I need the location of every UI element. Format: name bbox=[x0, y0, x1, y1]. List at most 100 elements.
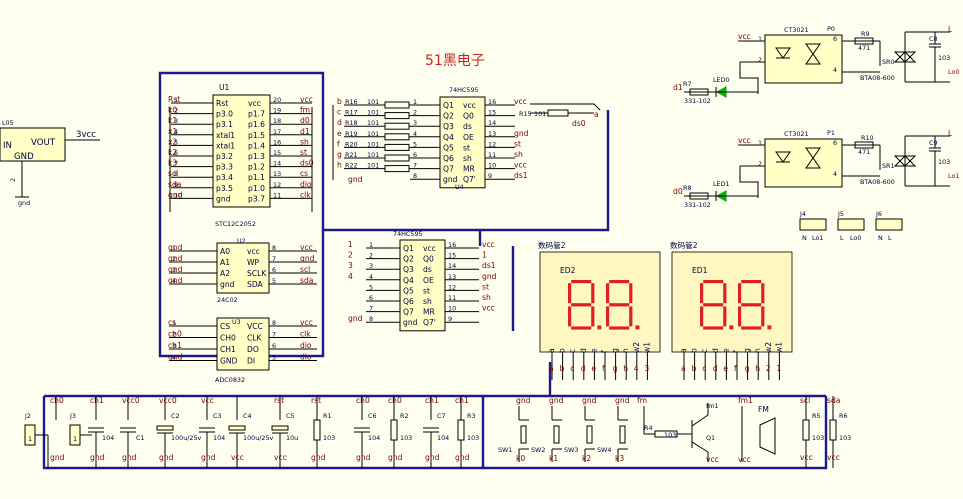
bottom-c7-ref: C7 bbox=[437, 412, 446, 420]
u5-pin-num: 2 bbox=[369, 252, 373, 260]
display-1-digit1-segment bbox=[723, 283, 727, 304]
display-net: d bbox=[581, 364, 586, 373]
cap-plate bbox=[156, 425, 174, 431]
u1-pin-name: p3.5 bbox=[216, 184, 233, 193]
bottom-r1-ref: R1 bbox=[323, 412, 332, 420]
u3-pin-name: GND bbox=[220, 357, 238, 366]
display-pin-name: a bbox=[547, 348, 556, 353]
relay-led-r: R7 bbox=[683, 80, 692, 88]
u4-res-ref: R18 bbox=[345, 119, 358, 127]
display-net: 3 bbox=[644, 364, 649, 373]
optocoupler-ref: CT3021 bbox=[784, 130, 809, 138]
display-caption: 数码管2 bbox=[538, 240, 566, 250]
u1-ref: U1 bbox=[219, 83, 230, 92]
u1-net-label: d1 bbox=[300, 127, 310, 136]
u5-pin-num: 1 bbox=[369, 241, 373, 249]
u4-pin-num: 3 bbox=[413, 119, 417, 127]
opto-triac-icon bbox=[805, 53, 821, 65]
u3-pin-num: 8 bbox=[272, 319, 276, 327]
wire bbox=[691, 441, 709, 453]
u1-pin-num: 13 bbox=[273, 170, 281, 178]
bottom-r5-ref: R5 bbox=[812, 412, 821, 420]
u5-net-label: vcc bbox=[482, 240, 495, 249]
bottom-c6-val: 104 bbox=[368, 434, 380, 442]
u4-pin-num: 16 bbox=[488, 98, 496, 106]
u4-net-label: sh bbox=[514, 150, 523, 159]
u1-net-label: st bbox=[300, 148, 307, 157]
u1-net-label: ds0 bbox=[300, 159, 314, 168]
u2-pin-name: SCLK bbox=[247, 269, 267, 278]
u4-pin-name: Q0 bbox=[463, 112, 474, 121]
display-net: c bbox=[570, 364, 574, 373]
resistor-body bbox=[854, 37, 874, 45]
display-pin-name: c bbox=[568, 349, 577, 353]
u1-pin-name: p3.3 bbox=[216, 163, 233, 172]
u1-net-label: k3 bbox=[168, 159, 177, 168]
bottom-r2-net-bot: gnd bbox=[388, 453, 403, 462]
connector-ref: J5 bbox=[837, 210, 844, 218]
u1-pin-name: p1.7 bbox=[248, 110, 265, 119]
opto-triac-icon bbox=[805, 43, 821, 55]
connector-body bbox=[837, 218, 865, 231]
u3-pin-num: 4 bbox=[172, 354, 176, 362]
u4-pin-num: 8 bbox=[413, 172, 417, 180]
display-pin-name: g bbox=[611, 348, 620, 353]
display-pin-name: g bbox=[743, 348, 752, 353]
regulator-ref: L05 bbox=[2, 119, 14, 127]
display-1-digit2-segment bbox=[738, 283, 742, 304]
connector-pin: N bbox=[878, 234, 883, 242]
switch-ref: SW2 bbox=[531, 446, 545, 454]
u4-res-ref: R21 bbox=[345, 151, 358, 159]
u4-pin-name: ds bbox=[463, 122, 472, 131]
u1-pin-num: 1 bbox=[174, 96, 178, 104]
u2-pin-name: WP bbox=[247, 258, 260, 267]
u4-r15-ref: R15 bbox=[519, 110, 532, 118]
u4-pin-num: 15 bbox=[488, 109, 496, 117]
resistor-body bbox=[384, 122, 410, 130]
switch-ref: SW3 bbox=[564, 446, 578, 454]
bottom-c4-net-bot: vcc bbox=[231, 453, 244, 462]
u1-net-label: gnd bbox=[168, 190, 183, 199]
relay-sr-part: BTA08-600 bbox=[860, 178, 895, 186]
relay-cap-val: 103 bbox=[938, 54, 950, 62]
bottom-c5-net-top: rst bbox=[274, 396, 284, 405]
opto-pin: 4 bbox=[833, 170, 837, 178]
display-pin-name: b bbox=[690, 348, 699, 353]
display-0-digit2-segment bbox=[609, 326, 630, 330]
u4-r15-val: 101 bbox=[534, 110, 546, 118]
display-0-digit2-segment bbox=[606, 306, 610, 327]
opto-pin: 1 bbox=[758, 139, 762, 147]
u5-pin-name: Q5 bbox=[403, 286, 414, 295]
u1-pin-name: p1.6 bbox=[248, 120, 265, 129]
u1-net-label: x2 bbox=[168, 137, 177, 146]
bottom-c2-ref: C2 bbox=[171, 412, 180, 420]
bottom-c3-ref: C3 bbox=[213, 412, 222, 420]
display-1-digit2-segment bbox=[761, 283, 765, 304]
u1-net-label: fm bbox=[300, 106, 310, 115]
bottom-c4-val: 100u/25v bbox=[243, 434, 274, 442]
u4-pin-num: 5 bbox=[413, 140, 417, 148]
u4-res-val: 101 bbox=[367, 151, 379, 159]
page-title: 51黑电子 bbox=[425, 53, 485, 69]
u5-pin-name: st bbox=[423, 286, 430, 295]
relay-r-val: 471 bbox=[858, 148, 870, 156]
u1-pin-num: 18 bbox=[273, 117, 281, 125]
u5-net-label: 3 bbox=[348, 261, 353, 270]
u5-pin-name: Q3 bbox=[403, 265, 414, 274]
u4-pin-num: 9 bbox=[488, 172, 492, 180]
u2-pin-num: 8 bbox=[272, 244, 276, 252]
u2-pin-name: A0 bbox=[220, 247, 230, 256]
u5-pin-num: 11 bbox=[448, 294, 456, 302]
switch-ref: SW1 bbox=[498, 446, 512, 454]
u1-pin-num: 6 bbox=[174, 149, 178, 157]
u4-pin-num: 1 bbox=[413, 98, 417, 106]
u5-pin-num: 5 bbox=[369, 283, 373, 291]
u5-pin-name: gnd bbox=[403, 318, 418, 327]
u5-net-label: 4 bbox=[348, 272, 353, 281]
relay-led-r: R8 bbox=[683, 184, 692, 192]
display-pin-name: f bbox=[732, 350, 741, 353]
bottom-r1-net-bot: gnd bbox=[311, 453, 326, 462]
bottom-r2-val: 103 bbox=[400, 434, 412, 442]
bottom-left-net-bot: gnd bbox=[50, 453, 65, 462]
display-1-digit1-segment bbox=[700, 283, 704, 304]
